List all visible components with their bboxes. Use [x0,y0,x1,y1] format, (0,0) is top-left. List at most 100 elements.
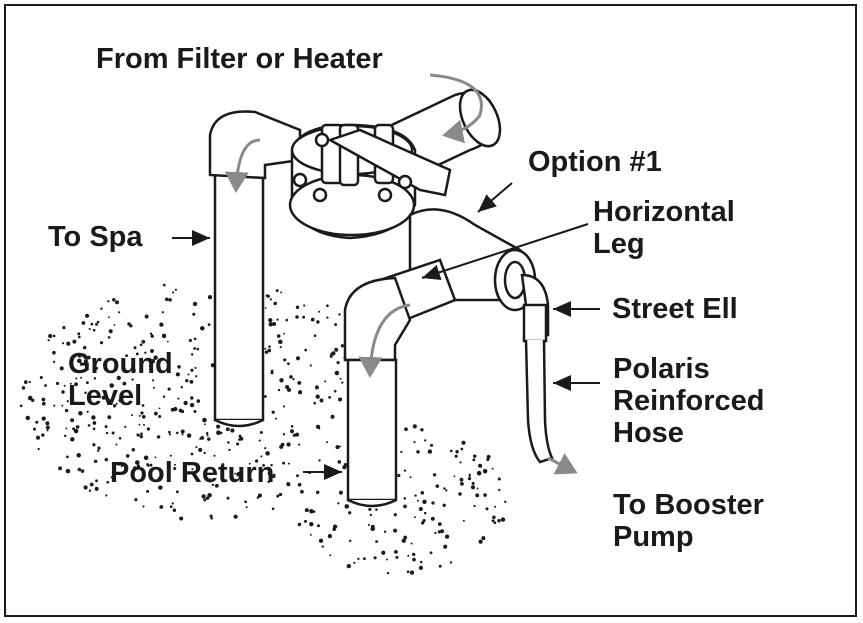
speckle-dot [113,324,116,326]
speckle-dot [149,332,153,335]
speckle-dot [326,441,329,444]
speckle-dot [115,443,118,446]
speckle-dot [112,298,116,302]
speckle-dot [497,518,501,523]
speckle-dot [249,478,253,482]
speckle-dot [127,322,131,326]
speckle-dot [337,460,342,464]
speckle-dot [334,347,339,352]
speckle-dot [491,467,494,470]
speckle-dot [315,424,321,429]
speckle-dot [86,410,89,413]
speckle-dot [188,338,192,343]
speckle-dot [202,417,207,423]
speckle-dot [124,425,127,428]
speckle-dot [83,485,88,490]
speckle-dot [73,428,79,434]
speckle-dot [111,431,115,435]
speckle-dot [383,530,387,533]
speckle-dot [206,434,209,437]
speckle-dot [278,492,283,497]
speckle-dot [180,386,183,389]
speckle-dot [31,398,35,403]
speckle-dot [498,488,501,492]
speckle-dot [154,456,157,459]
speckle-dot [341,381,344,384]
speckle-dot [141,339,146,344]
speckle-dot [157,477,162,482]
speckle-dot [271,507,275,511]
speckle-dot [309,522,314,527]
speckle-dot [483,493,487,497]
speckle-dot [169,505,173,509]
speckle-dot [430,443,434,447]
speckle-dot [342,465,347,470]
speckle-dot [340,344,345,348]
speckle-dot [104,457,109,462]
speckle-dot [75,377,78,380]
speckle-dot [422,499,427,504]
speckle-dot [434,531,437,535]
speckle-dot [105,431,109,435]
speckle-dot [230,428,235,433]
speckle-dot [226,496,230,500]
speckle-dot [72,339,77,344]
speckle-dot [445,489,448,492]
speckle-dot [216,424,221,429]
speckle-dot [416,450,420,454]
speckle-dot [228,448,231,452]
speckle-dot [189,402,195,408]
speckle-dot [407,554,410,557]
speckle-dot [168,433,171,436]
speckle-dot [333,389,337,393]
speckle-dot [136,464,141,468]
speckle-dot [309,509,314,514]
speckle-dot [39,375,43,380]
speckle-dot [203,451,206,455]
speckle-dot [92,421,97,425]
speckle-dot [461,440,466,445]
speckle-dot [283,358,287,362]
speckle-dot [500,517,506,522]
speckle-dot [178,408,183,413]
speckle-dot [203,423,206,426]
speckle-dot [313,334,317,338]
speckle-dot [207,437,211,441]
speckle-dot [25,415,30,421]
speckle-dot [423,511,427,515]
speckle-dot [138,414,141,417]
speckle-dot [330,414,335,419]
speckle-dot [81,321,86,325]
speckle-dot [270,463,273,467]
speckle-dot [209,514,213,518]
speckle-dot [28,380,31,384]
speckle-dot [412,552,416,557]
speckle-dot [70,418,75,423]
speckle-dot [353,561,356,564]
speckle-dot [259,431,263,434]
speckle-dot [112,404,117,408]
speckle-dot [409,570,415,575]
speckle-dot [147,464,150,467]
speckle-dot [449,449,453,453]
speckle-dot [52,334,56,338]
speckle-dot [338,397,343,402]
speckle-dot [418,565,424,571]
speckle-dot [455,450,459,454]
speckle-dot [207,478,212,483]
speckle-dot [393,528,398,533]
speckle-dot [454,454,458,458]
speckle-dot [329,554,332,557]
speckle-dot [154,411,158,416]
speckle-dot [74,382,78,387]
label-from-filter: From Filter or Heater [96,43,383,75]
speckle-dot [264,447,267,450]
speckle-dot [109,383,114,388]
label-to-spa: To Spa [48,221,143,253]
speckle-dot [90,322,94,326]
speckle-dot [172,508,177,512]
speckle-dot [93,377,97,380]
speckle-dot [370,524,375,529]
